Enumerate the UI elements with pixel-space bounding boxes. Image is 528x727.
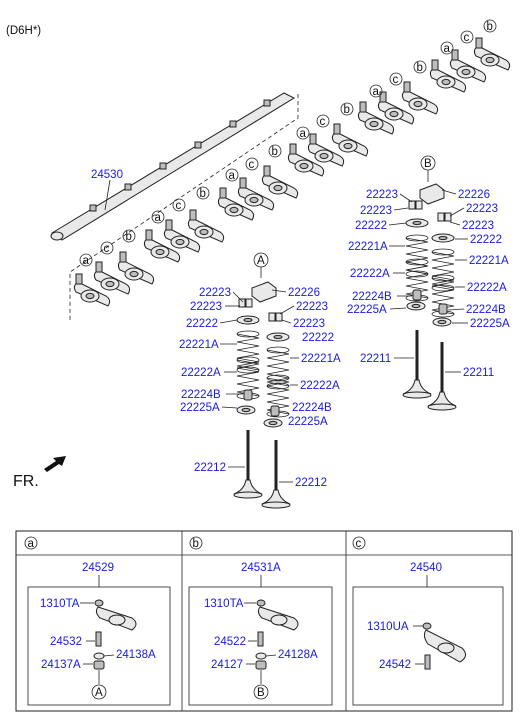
svg-text:a: a [83, 255, 90, 267]
svg-text:24522: 24522 [214, 636, 246, 648]
svg-text:22223: 22223 [366, 189, 398, 201]
svg-text:b: b [417, 62, 423, 74]
svg-text:24542: 24542 [379, 659, 411, 671]
svg-text:22222A: 22222A [181, 367, 221, 379]
svg-text:22221A: 22221A [469, 255, 509, 267]
svg-text:22223: 22223 [466, 203, 498, 215]
svg-text:a: a [300, 128, 307, 140]
svg-text:22223: 22223 [360, 205, 392, 217]
svg-text:b: b [487, 21, 493, 33]
svg-text:1310TA: 1310TA [40, 598, 80, 610]
svg-text:a: a [444, 43, 451, 55]
svg-text:c: c [249, 159, 255, 171]
svg-text:22221A: 22221A [179, 339, 219, 351]
variant-label: (D6H*) [6, 25, 41, 37]
valve-group-a: A 22223 22226 22223 22223 22223 22222 22… [179, 252, 341, 510]
svg-text:22223: 22223 [293, 318, 325, 330]
svg-text:22224B: 22224B [466, 304, 506, 316]
svg-text:22222: 22222 [355, 220, 387, 232]
svg-text:22222: 22222 [470, 234, 502, 246]
svg-text:24128A: 24128A [278, 649, 318, 661]
legend-col-c: c 24540 1310UA 24542 [352, 536, 504, 706]
legend-table: a 24529 1310TA 24532 24137A 24138A A [15, 530, 513, 712]
svg-text:22221A: 22221A [348, 241, 388, 253]
marker-a: A [257, 255, 265, 267]
svg-text:24532: 24532 [50, 636, 82, 648]
svg-text:22222A: 22222A [467, 282, 507, 294]
assembly-outline [69, 94, 299, 322]
svg-text:22212: 22212 [295, 477, 327, 489]
rocker-shaft [50, 92, 296, 241]
svg-text:22223: 22223 [199, 287, 231, 299]
svg-text:22222: 22222 [186, 318, 218, 330]
svg-text:22222: 22222 [302, 332, 334, 344]
svg-text:24137A: 24137A [41, 659, 81, 671]
front-direction: FR. [13, 456, 66, 490]
svg-text:22223: 22223 [296, 301, 328, 313]
svg-text:A: A [95, 687, 103, 699]
svg-text:c: c [393, 74, 399, 86]
label-24530: 24530 [91, 169, 123, 181]
svg-text:a: a [229, 170, 236, 182]
svg-text:22221A: 22221A [301, 353, 341, 365]
svg-text:a: a [373, 86, 380, 98]
svg-text:24540: 24540 [410, 562, 442, 574]
svg-text:22224B: 22224B [352, 291, 392, 303]
svg-text:22225A: 22225A [470, 318, 510, 330]
svg-text:a: a [28, 538, 35, 550]
svg-text:b: b [344, 104, 350, 116]
legend-col-b: b 24531A 1310TA 24522 24127 24128A B [188, 536, 333, 706]
svg-text:b: b [126, 231, 132, 243]
svg-text:22225A: 22225A [347, 304, 387, 316]
svg-text:B: B [257, 687, 265, 699]
svg-text:22225A: 22225A [288, 416, 328, 428]
svg-text:22211: 22211 [360, 353, 391, 365]
marker-b: B [424, 158, 432, 170]
svg-text:22222A: 22222A [350, 268, 390, 280]
svg-text:c: c [464, 32, 470, 44]
svg-text:c: c [104, 243, 110, 255]
svg-text:22212: 22212 [194, 462, 226, 474]
valve-group-b: B 22223 22226 22223 22223 22223 22222 22… [347, 155, 510, 412]
svg-text:22224B: 22224B [292, 402, 332, 414]
svg-text:22223: 22223 [462, 220, 494, 232]
svg-text:b: b [200, 188, 206, 200]
front-arrow-icon [44, 456, 66, 472]
legend-col-a: a 24529 1310TA 24532 24137A 24138A A [24, 536, 171, 706]
svg-text:1310UA: 1310UA [367, 621, 409, 633]
svg-text:22211: 22211 [463, 367, 494, 379]
svg-text:22222A: 22222A [300, 380, 340, 392]
svg-text:22226: 22226 [458, 189, 490, 201]
svg-text:a: a [155, 212, 162, 224]
svg-text:24127: 24127 [211, 659, 243, 671]
svg-text:22224B: 22224B [181, 389, 221, 401]
svg-text:FR.: FR. [13, 473, 39, 490]
svg-text:1310TA: 1310TA [204, 598, 244, 610]
svg-text:22225A: 22225A [180, 402, 220, 414]
svg-text:24531A: 24531A [241, 562, 281, 574]
svg-text:c: c [176, 200, 182, 212]
svg-text:b: b [193, 538, 199, 550]
svg-text:c: c [356, 538, 362, 550]
arm-letters: a c b a c b a c b a c b a c b a c b [79, 19, 497, 267]
svg-text:b: b [272, 146, 278, 158]
svg-text:24138A: 24138A [116, 649, 156, 661]
svg-text:22226: 22226 [288, 287, 320, 299]
svg-text:c: c [320, 116, 326, 128]
svg-text:24529: 24529 [82, 562, 114, 574]
svg-text:22223: 22223 [190, 301, 222, 313]
